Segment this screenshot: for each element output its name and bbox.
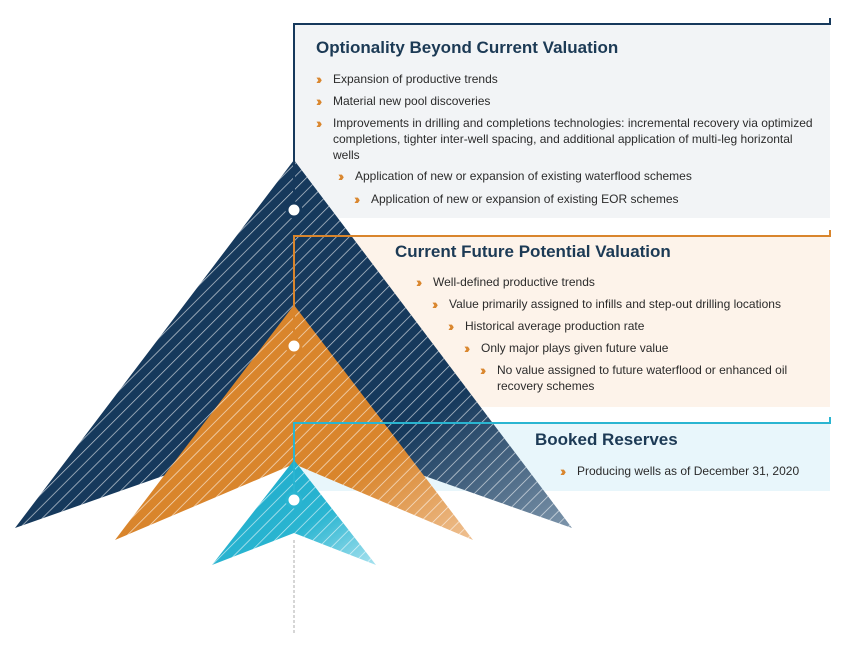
double-chevron-icon: ›› bbox=[560, 463, 567, 479]
booked-marker bbox=[285, 491, 303, 509]
booked-triangle-hatch bbox=[212, 460, 376, 565]
double-chevron-icon: ›› bbox=[480, 362, 487, 378]
booked-title: Booked Reserves bbox=[535, 430, 678, 449]
optionality-bullet: ›› Expansion of productive trends bbox=[316, 71, 498, 87]
future-title: Current Future Potential Valuation bbox=[395, 242, 671, 261]
future-bullet: ›› No value assigned to future waterfloo… bbox=[480, 362, 788, 393]
optionality-connector bbox=[293, 18, 831, 205]
double-chevron-icon: ›› bbox=[354, 191, 361, 207]
double-chevron-icon: ›› bbox=[416, 274, 423, 290]
optionality-title: Optionality Beyond Current Valuation bbox=[316, 38, 619, 57]
double-chevron-icon: ›› bbox=[316, 93, 323, 109]
future-bullet: ›› Value primarily assigned to infills a… bbox=[432, 296, 781, 312]
double-chevron-icon: ›› bbox=[338, 168, 345, 184]
booked-bullet: ›› Producing wells as of December 31, 20… bbox=[560, 463, 800, 479]
double-chevron-icon: ›› bbox=[464, 340, 471, 356]
future-connector bbox=[293, 230, 831, 340]
future-bullet: ›› Only major plays given future value bbox=[464, 340, 669, 356]
optionality-bullet: ›› Improvements in drilling and completi… bbox=[316, 115, 813, 162]
panel-optionality-bg bbox=[294, 24, 830, 218]
booked-connector bbox=[293, 417, 831, 495]
double-chevron-icon: ›› bbox=[448, 318, 455, 334]
double-chevron-icon: ›› bbox=[316, 71, 323, 87]
optionality-bullet: ›› Material new pool discoveries bbox=[316, 93, 491, 109]
future-marker bbox=[285, 337, 303, 355]
optionality-marker bbox=[285, 201, 303, 219]
optionality-bullet: ›› Application of new or expansion of ex… bbox=[354, 191, 679, 207]
future-bullet: ›› Well-defined productive trends bbox=[416, 274, 595, 290]
double-chevron-icon: ›› bbox=[316, 115, 323, 131]
future-bullet: ›› Historical average production rate bbox=[448, 318, 645, 334]
optionality-bullet: ›› Application of new or expansion of ex… bbox=[338, 168, 692, 184]
double-chevron-icon: ›› bbox=[432, 296, 439, 312]
